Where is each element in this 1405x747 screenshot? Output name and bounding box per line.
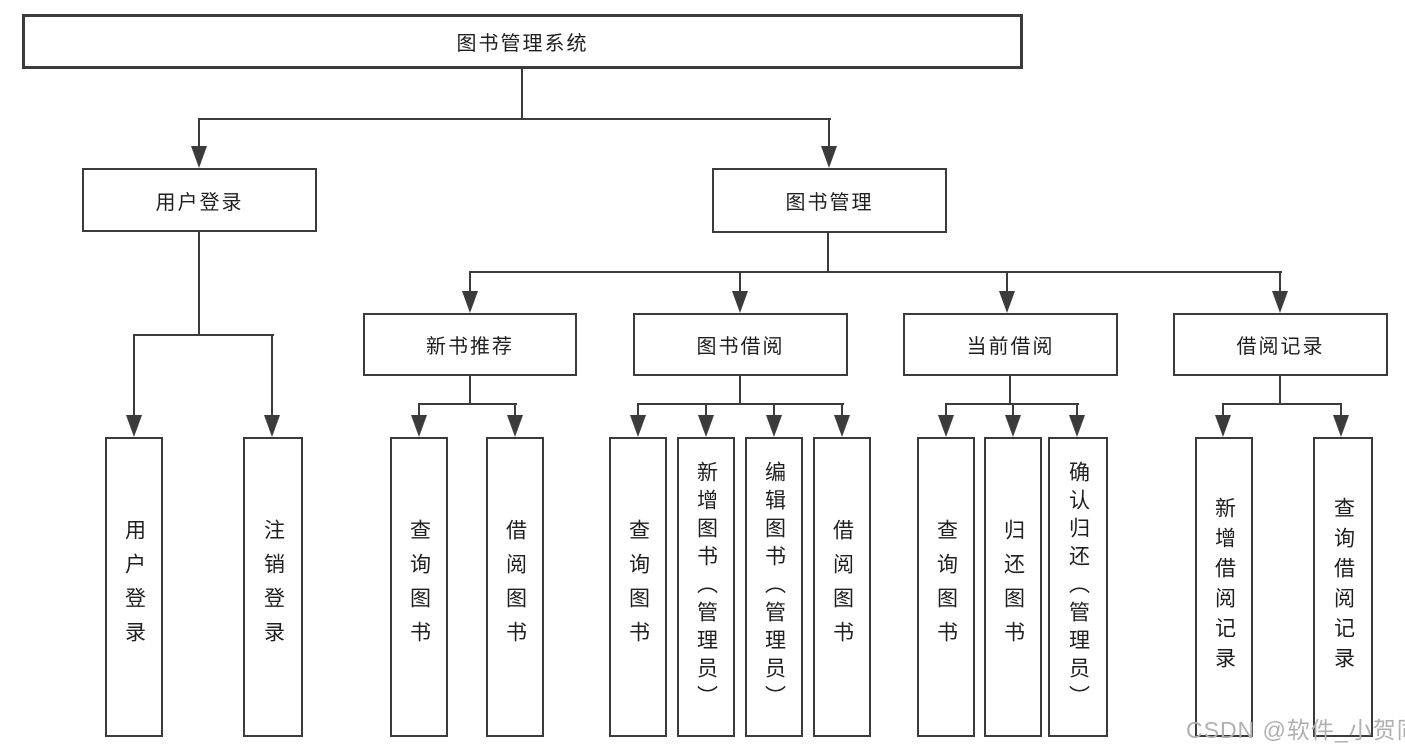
leaf-logout: 注销登录 [243,437,303,737]
arrow-down-icon [1333,415,1349,437]
connector-line [271,336,273,416]
arrow-down-icon [462,291,478,313]
leaf-edit-books-admin: 编辑图书（管理员） [745,437,803,737]
connector-line [469,271,1282,273]
connector-line [1006,273,1008,293]
watermark-text: CSDN @软件_小贺同学 [1186,717,1405,743]
connector-line [133,336,135,416]
arrow-down-icon [1069,415,1085,437]
leaf-user-login: 用户登录 [105,437,163,737]
connector-line [739,376,741,405]
leaf-recommend-query-books: 查询图书 [390,437,448,737]
leaf-recommend-borrow-books: 借阅图书 [486,437,544,737]
arrow-down-icon [999,291,1015,313]
connector-line [469,273,471,293]
arrow-down-icon [821,146,837,168]
connector-line [1009,376,1011,405]
connector-line [521,67,523,119]
arrow-down-icon [938,415,954,437]
node-library-management-system: 图书管理系统 [22,14,1023,69]
leaf-borrowing-query-books: 查询图书 [609,437,667,737]
leaf-query-borrow-record: 查询借阅记录 [1313,437,1373,737]
connector-line [637,405,639,417]
arrow-down-icon [732,291,748,313]
connector-line [1340,405,1342,417]
arrow-down-icon [507,415,523,437]
node-book-borrowing: 图书借阅 [633,313,848,376]
connector-line [418,403,517,405]
leaf-add-books-admin: 新增图书（管理员） [677,437,735,737]
connector-line [739,273,741,293]
leaf-add-borrow-record: 新增借阅记录 [1195,437,1253,737]
arrow-down-icon [1272,291,1288,313]
arrow-down-icon [411,415,427,437]
connector-line [514,405,516,417]
connector-line [198,232,200,336]
node-current-borrowing: 当前借阅 [903,313,1118,376]
connector-line [827,233,829,273]
connector-line [198,118,831,120]
connector-line [705,405,707,417]
connector-line [841,405,843,417]
leaf-return-books: 归还图书 [984,437,1042,737]
arrow-down-icon [630,415,646,437]
leaf-confirm-return-admin: 确认归还（管理员） [1048,437,1108,737]
connector-line [1279,273,1281,293]
node-book-management: 图书管理 [712,168,947,233]
arrow-down-icon [766,415,782,437]
connector-line [1222,403,1342,405]
connector-line [945,405,947,417]
arrow-down-icon [834,415,850,437]
arrow-down-icon [1215,415,1231,437]
connector-line [945,403,1079,405]
arrow-down-icon [126,415,142,437]
connector-line [637,403,844,405]
connector-line [418,405,420,417]
node-borrowing-records: 借阅记录 [1173,313,1388,376]
connector-line [1012,405,1014,417]
arrow-down-icon [191,146,207,168]
arrow-down-icon [698,415,714,437]
connector-line [469,376,471,405]
connector-line [828,120,830,148]
leaf-current-query-books: 查询图书 [917,437,975,737]
arrow-down-icon [1005,415,1021,437]
connector-line [1076,405,1078,417]
connector-line [1222,405,1224,417]
connector-line [1279,376,1281,405]
connector-line [198,120,200,148]
node-new-book-recommendation: 新书推荐 [363,313,577,376]
arrow-down-icon [264,415,280,437]
node-user-login: 用户登录 [82,168,317,232]
leaf-borrowing-borrow-books: 借阅图书 [813,437,871,737]
connector-line [773,405,775,417]
connector-line [133,334,274,336]
